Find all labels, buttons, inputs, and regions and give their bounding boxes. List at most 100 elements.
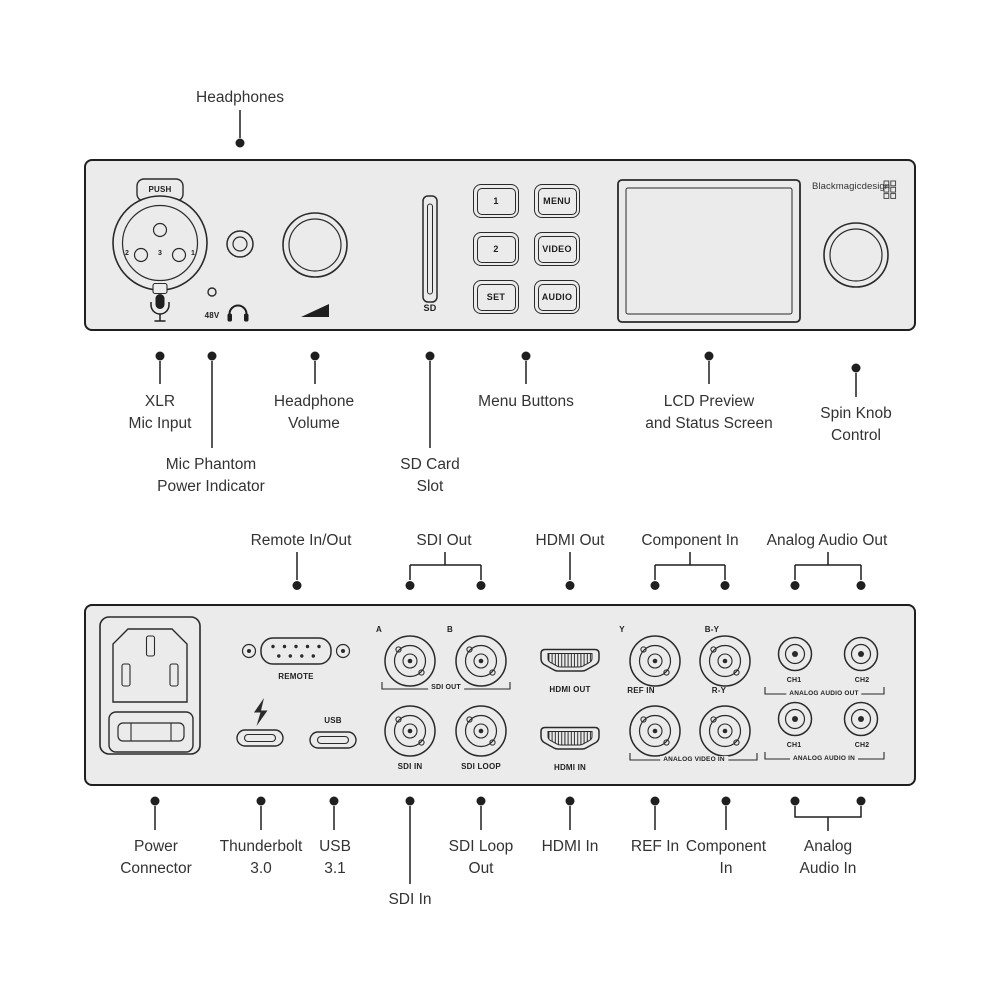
callout-lcd-preview: LCD Preview and Status Screen xyxy=(645,393,773,432)
callout-sd-card-slot: SD Card Slot xyxy=(400,456,460,495)
power-inlet xyxy=(99,616,201,755)
sdi-in-label: SDI IN xyxy=(397,762,423,771)
callout-pointer-thunderbolt xyxy=(256,796,266,830)
callout-ref-in: REF In xyxy=(630,838,680,855)
xlr-connector xyxy=(112,178,208,295)
analog-audio-in-group-label: ANALOG AUDIO IN xyxy=(790,755,858,762)
callout-headphones: Headphones xyxy=(196,89,284,106)
callout-hdmi-in: HDMI In xyxy=(541,838,599,855)
xlr-pin3-label: 3 xyxy=(157,250,163,257)
callout-sdi-in: SDI In xyxy=(388,891,432,908)
button-2: 2 xyxy=(473,232,519,266)
headphones-icon xyxy=(227,304,249,322)
analog-video-in-group-label: ANALOG VIDEO IN xyxy=(660,756,728,763)
button-video: VIDEO xyxy=(534,232,580,266)
callout-pointer-analog-audio-out xyxy=(790,552,866,590)
usb-port xyxy=(309,731,357,749)
xlr-pin2-label: 2 xyxy=(124,250,130,257)
component-y-label: Y xyxy=(619,625,625,634)
thunderbolt-port xyxy=(236,729,284,747)
button-label: 2 xyxy=(476,235,516,263)
button-menu: MENU xyxy=(534,184,580,218)
callout-pointer-xlr-mic-input xyxy=(155,351,165,384)
callout-sdi-out: SDI Out xyxy=(416,532,472,549)
screw-post xyxy=(335,643,351,659)
callout-remote-in-out: Remote In/Out xyxy=(250,532,352,549)
callout-sdi-loop-out: SDI Loop Out xyxy=(448,838,514,877)
hdmi-out-label: HDMI OUT xyxy=(549,685,591,694)
callout-headphone-volume: Headphone Volume xyxy=(273,393,355,432)
callout-component-in-top: Component In xyxy=(641,532,739,549)
callout-mic-phantom: Mic Phantom Power Indicator xyxy=(157,456,265,495)
xlr-pin-hole xyxy=(133,247,149,263)
sdi-out-group-label: SDI OUT xyxy=(428,684,464,691)
xlr-pin-hole xyxy=(152,222,168,238)
callout-pointer-hdmi-out xyxy=(565,552,575,590)
xlr-push-label: PUSH xyxy=(148,184,172,194)
mic-icon xyxy=(150,294,170,322)
callout-thunderbolt: Thunderbolt 3.0 xyxy=(219,838,303,877)
callout-analog-audio-out: Analog Audio Out xyxy=(766,532,888,549)
xlr-pin1-label: 1 xyxy=(190,250,196,257)
phantom-power-led xyxy=(207,287,217,297)
blackmagic-logo-icon xyxy=(883,180,897,199)
button-label: VIDEO xyxy=(537,235,577,263)
component-ry-label: R-Y xyxy=(711,686,727,695)
audio-out-ch1-label: CH1 xyxy=(786,677,802,684)
audio-in-ch2-label: CH2 xyxy=(854,742,870,749)
rear-panel-body xyxy=(84,604,916,786)
callout-component-in-bottom: Component In xyxy=(685,838,767,877)
callout-pointer-spin-knob xyxy=(851,363,861,397)
lcd-screen xyxy=(617,179,801,323)
callout-pointer-component-in-bottom xyxy=(721,796,731,830)
callout-pointer-sd-card-slot xyxy=(425,351,435,448)
callout-analog-audio-in: Analog Audio In xyxy=(799,838,857,877)
remote-db9-connector xyxy=(241,637,351,665)
callout-pointer-ref-in xyxy=(650,796,660,830)
callout-spin-knob: Spin Knob Control xyxy=(820,405,892,444)
analog-audio-out-group-label: ANALOG AUDIO OUT xyxy=(786,690,862,697)
xlr-pin-hole xyxy=(171,247,187,263)
hdmi-in-label: HDMI IN xyxy=(553,763,587,772)
callout-hdmi-out: HDMI Out xyxy=(535,532,605,549)
sdi-b-label: B xyxy=(447,625,453,634)
callout-pointer-menu-buttons xyxy=(521,351,531,384)
thunderbolt-icon xyxy=(254,698,268,726)
callout-power-connector: Power Connector xyxy=(120,838,192,877)
callout-pointers xyxy=(150,110,866,884)
component-by-label: B-Y xyxy=(704,625,720,634)
sdi-a-label: A xyxy=(376,625,382,634)
callout-pointer-mic-phantom xyxy=(207,351,217,448)
usb-label: USB xyxy=(324,716,342,725)
rear-panel xyxy=(84,604,916,786)
db9-pins xyxy=(271,644,321,658)
callout-pointer-remote xyxy=(292,552,302,590)
button-set: SET xyxy=(473,280,519,314)
sd-card-slot-graphic xyxy=(422,195,438,303)
xlr-latch-notch xyxy=(152,282,168,295)
front-panel-body xyxy=(84,159,916,331)
callout-pointer-analog-audio-in xyxy=(790,796,866,831)
callout-pointer-lcd-preview xyxy=(704,351,714,384)
callout-pointer-power xyxy=(150,796,160,830)
callout-pointer-headphone-volume xyxy=(310,351,320,384)
audio-out-ch2-label: CH2 xyxy=(854,677,870,684)
callout-usb-31: USB 3.1 xyxy=(319,838,351,877)
button-label: 1 xyxy=(476,187,516,215)
callout-pointer-component-in-top xyxy=(650,552,730,590)
ref-in-label: REF IN xyxy=(627,686,655,695)
phantom-48v-label: 48V xyxy=(204,311,220,320)
callout-menu-buttons: Menu Buttons xyxy=(478,393,574,410)
callout-pointer-sdi-loop xyxy=(476,796,486,830)
callout-pointer-sdi-out xyxy=(405,552,486,590)
button-label: AUDIO xyxy=(537,283,577,311)
callout-pointer-hdmi-in xyxy=(565,796,575,830)
front-panel xyxy=(84,159,916,331)
sdi-loop-label: SDI LOOP xyxy=(461,762,501,771)
callout-pointer-sdi-in xyxy=(405,796,415,884)
button-label: MENU xyxy=(537,187,577,215)
button-label: SET xyxy=(476,283,516,311)
sd-label: SD xyxy=(423,303,437,313)
